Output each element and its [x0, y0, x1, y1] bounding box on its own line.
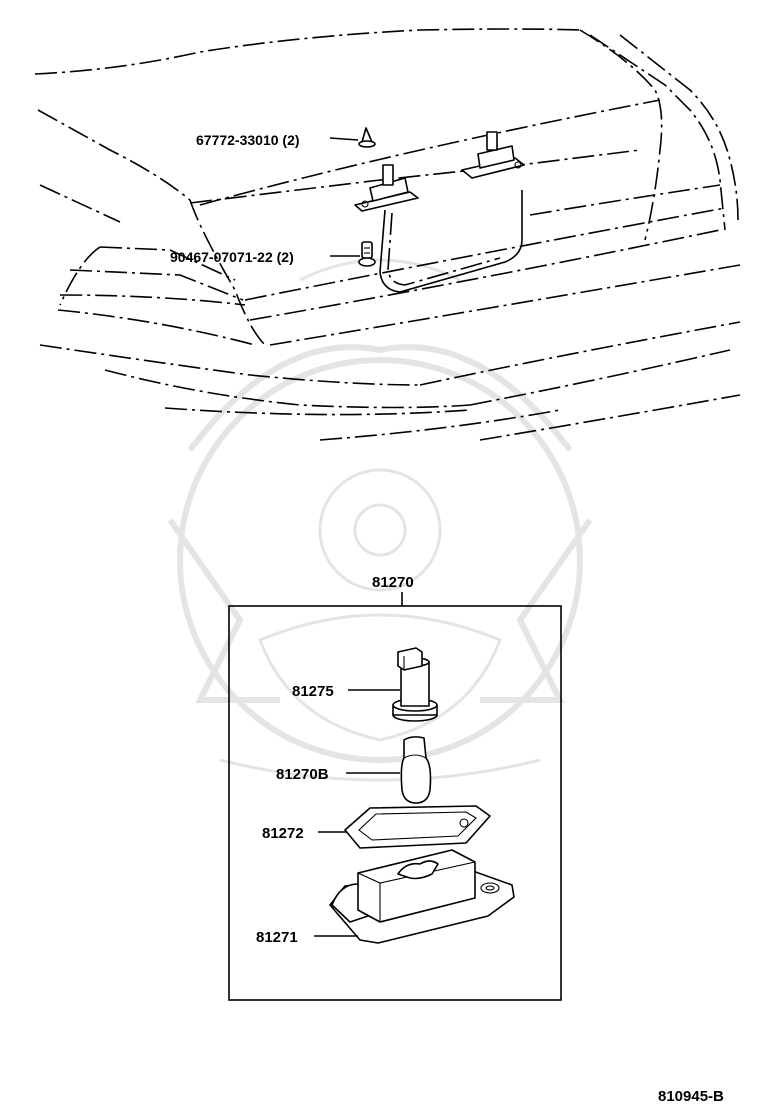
assembly-frame	[228, 605, 562, 1001]
gasket-part	[344, 805, 491, 849]
vehicle-outline	[34, 28, 741, 441]
diagram-code: 810945-B	[658, 1088, 724, 1105]
label-81275: 81275	[292, 683, 334, 700]
label-90467: 90467-07071-22 (2)	[170, 249, 294, 265]
label-81270B: 81270B	[276, 766, 329, 783]
label-81272: 81272	[262, 825, 304, 842]
watermark-emblem	[167, 258, 593, 782]
label-assembly: 81270	[372, 574, 414, 591]
housing-part	[329, 849, 515, 944]
vehicle-lamp-right	[461, 131, 525, 179]
screw-fastener	[358, 241, 376, 267]
socket-part	[392, 647, 438, 722]
leader-67772	[329, 137, 359, 141]
bulb-part	[400, 736, 432, 804]
clip-fastener	[358, 127, 376, 148]
vehicle-lamp-left	[354, 164, 419, 212]
label-67772: 67772-33010 (2)	[196, 132, 300, 148]
label-81271: 81271	[256, 929, 298, 946]
